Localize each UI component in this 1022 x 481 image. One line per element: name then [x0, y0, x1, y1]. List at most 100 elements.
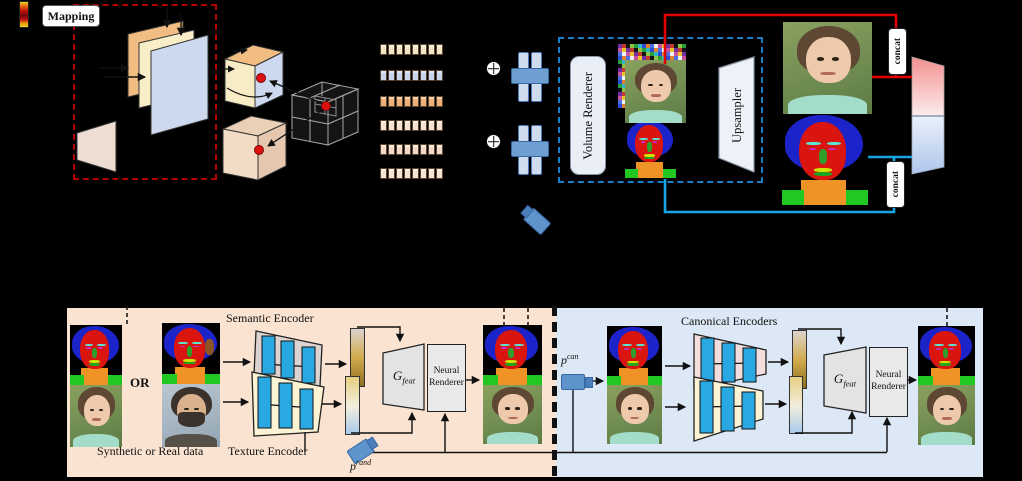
face-shape [806, 36, 851, 83]
ear-region [204, 338, 215, 355]
reconstructed-semantic-mask-left [483, 325, 542, 385]
upper-lip-region [89, 360, 101, 364]
shoulders-shape [165, 433, 217, 447]
feature-pixel [646, 52, 650, 56]
eye-region [808, 147, 817, 151]
shoulder-region [662, 168, 676, 178]
input-semantic-mask-real [162, 323, 220, 384]
nose-region [92, 347, 98, 358]
face-shape [932, 394, 962, 425]
renderer-dashed-box [558, 37, 763, 183]
eye-region [636, 347, 642, 350]
mlp-block-top [511, 52, 549, 102]
feature-pixel [654, 44, 658, 48]
feature-token [420, 44, 427, 55]
g-feat-label-right: Gfeat [825, 365, 865, 395]
feature-pixel [622, 48, 626, 52]
eye-shape [939, 407, 945, 411]
concat-box-semantic: concat [886, 161, 905, 208]
eye-shape [658, 83, 664, 87]
feature-pixel [654, 56, 658, 60]
mlp-hidden-bar [511, 141, 549, 157]
p-rand-base: p [350, 459, 356, 473]
nose-region [630, 348, 636, 359]
generator-dashed-box [73, 4, 217, 180]
feature-token [428, 70, 435, 81]
feature-token [380, 168, 387, 179]
feature-token [396, 44, 403, 55]
neck-region [930, 368, 961, 385]
feature-pixel [638, 56, 642, 60]
feature-pixel [622, 104, 626, 108]
feature-token-row [380, 120, 443, 131]
lower-lip-region [627, 363, 639, 367]
feature-pixel [618, 92, 622, 96]
heatmap-colorbar [19, 1, 29, 28]
feature-pixel [618, 48, 622, 52]
g-feat-sub: feat [843, 378, 857, 389]
feature-token-row [380, 168, 443, 179]
concat-label: concat [892, 38, 903, 65]
feature-pixel [618, 68, 622, 72]
eye-region [652, 141, 658, 144]
triplane-cube [222, 44, 285, 109]
volume-renderer-label: Volume Renderer [580, 71, 595, 160]
p-can-label: pcan [561, 352, 579, 368]
eye-shape [184, 407, 189, 411]
raw-render-face-image [625, 60, 686, 123]
feature-pixel [622, 84, 626, 88]
feature-pixel [634, 52, 638, 56]
feature-pixel [618, 84, 622, 88]
feature-pixel [650, 52, 654, 56]
feature-pixel [654, 52, 658, 56]
eye-shape [637, 407, 642, 410]
shoulders-shape [486, 431, 539, 444]
brow-region [622, 344, 632, 347]
feature-pixel [638, 48, 642, 52]
lower-lip-region [89, 363, 101, 366]
texture-encoder-label: Texture Encoder [228, 444, 308, 458]
lower-lip-region [813, 171, 832, 176]
canonical-encoders-label: Canonical Encoders [681, 314, 778, 328]
mouth-shape [507, 416, 518, 420]
feature-token [412, 168, 419, 179]
feature-pixel [618, 80, 622, 84]
eye-shape [816, 56, 824, 61]
mouth-shape [650, 94, 661, 97]
g-feat-base: G [392, 368, 403, 384]
face-shape [498, 394, 528, 424]
feature-pixel [646, 44, 650, 48]
eye-region [935, 347, 941, 350]
face-shape [83, 394, 110, 426]
brow-region [947, 344, 958, 347]
lower-lip-region [183, 361, 196, 365]
neural-renderer-line1: Neural [875, 370, 902, 381]
feature-token [380, 144, 387, 155]
feature-pixel [618, 72, 622, 76]
neural-renderer-line2: Renderer [871, 382, 906, 392]
feature-pixel [650, 48, 654, 52]
eye-shape [831, 56, 840, 61]
feature-pixel [622, 92, 626, 96]
p-rand-sup: rand [356, 458, 372, 467]
feature-pixel [622, 64, 626, 68]
brow-region [651, 137, 661, 140]
feature-pixel [630, 52, 634, 56]
feature-pixel [646, 56, 650, 60]
p-can-sup: can [567, 352, 579, 361]
eye-shape [627, 407, 633, 410]
feature-pixel [642, 44, 646, 48]
feature-pixel [630, 56, 634, 60]
neck-region [800, 179, 846, 205]
feature-pixel [630, 48, 634, 52]
eye-region [193, 345, 199, 348]
feature-pixel [618, 96, 622, 100]
shoulder-region [647, 375, 662, 385]
eye-shape [515, 407, 521, 410]
neck-region [619, 368, 648, 385]
feature-pixel [622, 100, 626, 104]
eye-shape [89, 408, 94, 412]
output-semantic-mask [782, 114, 868, 205]
shoulder-region [526, 375, 542, 385]
eye-shape [505, 407, 511, 410]
